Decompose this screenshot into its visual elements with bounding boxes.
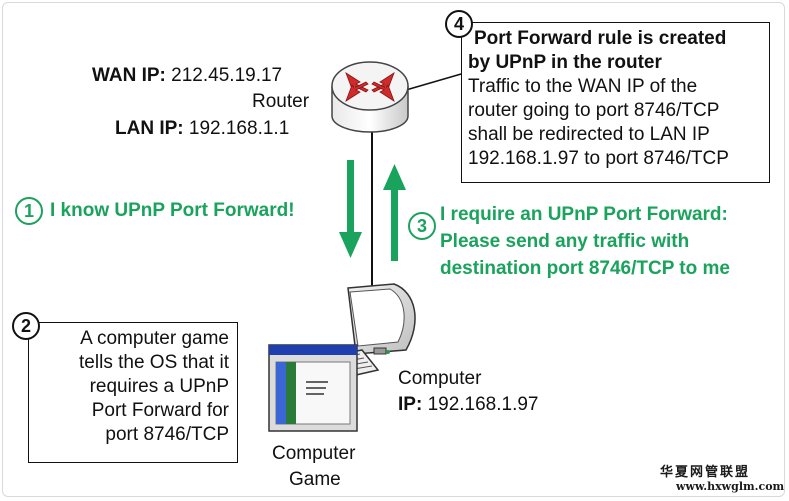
lan-ip-value: 192.168.1.1	[188, 118, 290, 139]
step-2-text-line: tells the OS that it	[79, 352, 229, 373]
step-4-marker: 4	[445, 10, 473, 38]
computer-ip-label: IP:	[398, 394, 423, 415]
step-2-text-line: requires a UPnP	[89, 376, 229, 397]
step-4-text-line: Traffic to the WAN IP of the	[468, 76, 698, 97]
lan-ip-row: LAN IP: 192.168.1.1	[115, 117, 289, 141]
game-label-line: Computer	[272, 443, 356, 464]
computer-ip-row: IP: 192.168.1.97	[398, 393, 539, 417]
watermark-url: www.hxwglm.com	[676, 480, 785, 493]
step-4-title-line: by UPnP in the router	[468, 52, 662, 73]
step-4-text-line: 192.168.1.97 to port 8746/TCP	[468, 148, 729, 169]
computer-ip-value: 192.168.1.97	[427, 394, 539, 415]
router-name: Router	[252, 91, 310, 112]
game-window-icon	[268, 344, 358, 432]
step-2-text-line: Port Forward for	[91, 400, 229, 421]
watermark-title: 华夏网管联盟	[660, 465, 751, 480]
step-4-callout: Port Forward rule is created by UPnP in …	[461, 22, 770, 183]
step-3-marker: 3	[408, 212, 436, 240]
step-2-marker: 2	[12, 312, 40, 340]
step-2-text-line: A computer game	[80, 328, 229, 349]
step-2-text-line: port 8746/TCP	[105, 424, 229, 445]
step-1-text: I know UPnP Port Forward!	[50, 200, 295, 221]
step-3-text-line: destination port 8746/TCP to me	[440, 258, 730, 279]
step-4-title-line: Port Forward rule is created	[474, 28, 727, 49]
step-4-text-line: shall be redirected to LAN IP	[468, 124, 710, 145]
callout-pointer	[405, 71, 469, 91]
step-1-marker: 1	[15, 197, 43, 225]
step-3-text-line: I require an UPnP Port Forward:	[440, 204, 728, 225]
up-arrow-icon	[383, 164, 406, 261]
lan-ip-label: LAN IP:	[115, 118, 184, 139]
wan-ip-label: WAN IP:	[92, 65, 166, 86]
step-2-callout: A computer game tells the OS that it req…	[28, 322, 238, 463]
step-3-text-line: Please send any traffic with	[440, 231, 690, 252]
game-label-line: Game	[289, 469, 341, 490]
wan-ip-row: WAN IP: 212.45.19.17	[92, 64, 282, 88]
step-4-text-line: router going to port 8746/TCP	[468, 100, 720, 121]
computer-icon	[347, 283, 416, 355]
wan-ip-value: 212.45.19.17	[171, 65, 283, 86]
down-arrow-icon	[339, 160, 362, 258]
computer-name: Computer	[398, 368, 482, 389]
router-icon	[331, 61, 409, 133]
